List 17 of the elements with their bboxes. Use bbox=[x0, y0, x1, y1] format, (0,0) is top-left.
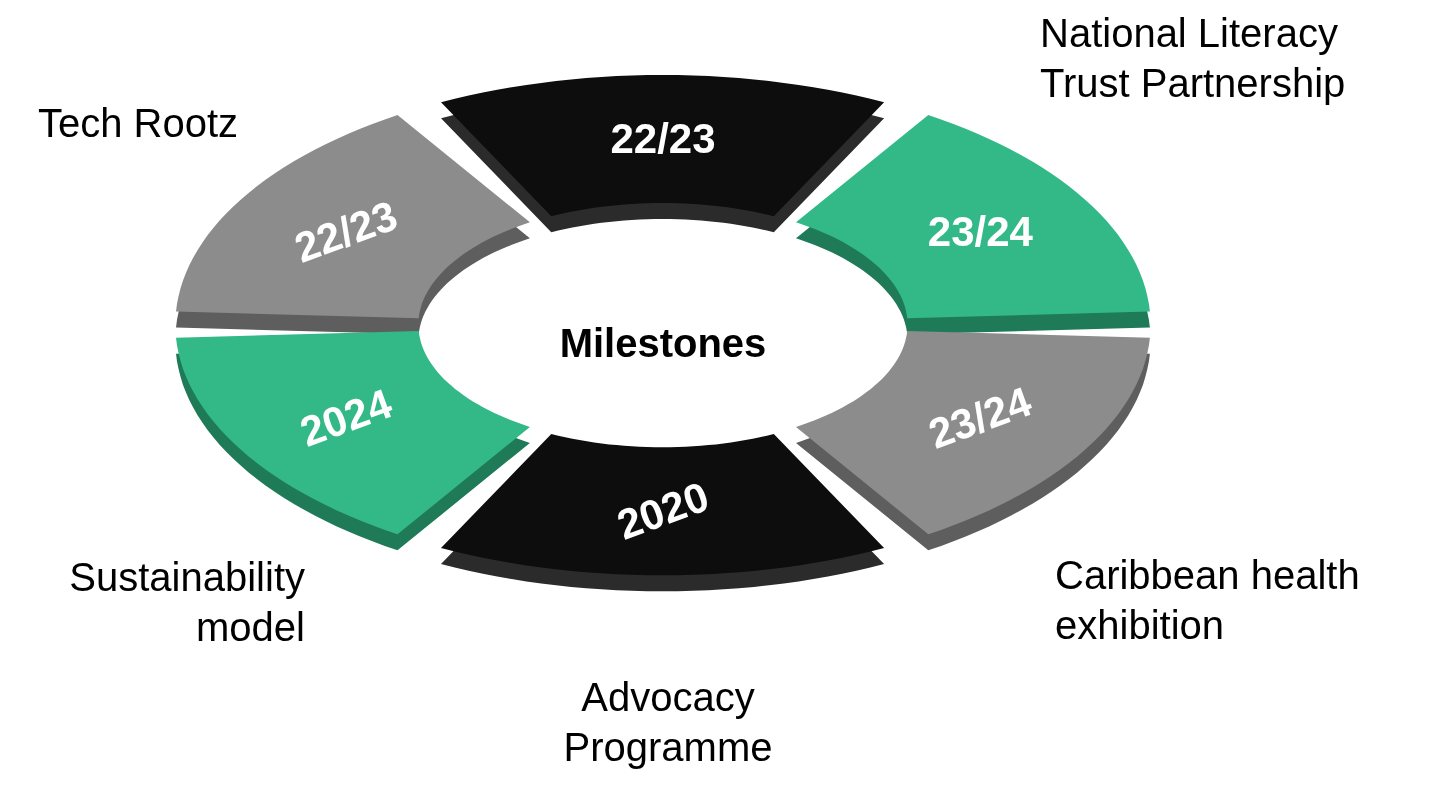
milestone-label: Advocacy Programme bbox=[562, 674, 774, 771]
ring-segment bbox=[175, 331, 530, 551]
milestone-label: Tech Rootz bbox=[38, 100, 240, 147]
center-title: Milestones bbox=[559, 320, 767, 366]
ring-segment bbox=[796, 115, 1151, 335]
year-label: 2020 bbox=[610, 472, 716, 550]
ring-segment bbox=[441, 433, 885, 591]
year-label: 22/23 bbox=[610, 115, 716, 163]
ring-segment bbox=[796, 331, 1151, 551]
year-label: 23/24 bbox=[922, 377, 1038, 459]
milestone-label: Caribbean health exhibition bbox=[1055, 552, 1361, 649]
milestone-label: Sustainability model bbox=[68, 554, 305, 651]
year-label: 23/24 bbox=[927, 208, 1033, 256]
milestone-label: National Literacy Trust Partnership bbox=[1040, 10, 1347, 107]
year-label: 2024 bbox=[293, 379, 398, 457]
ring-segment bbox=[441, 75, 885, 233]
year-label: 22/23 bbox=[288, 191, 404, 273]
